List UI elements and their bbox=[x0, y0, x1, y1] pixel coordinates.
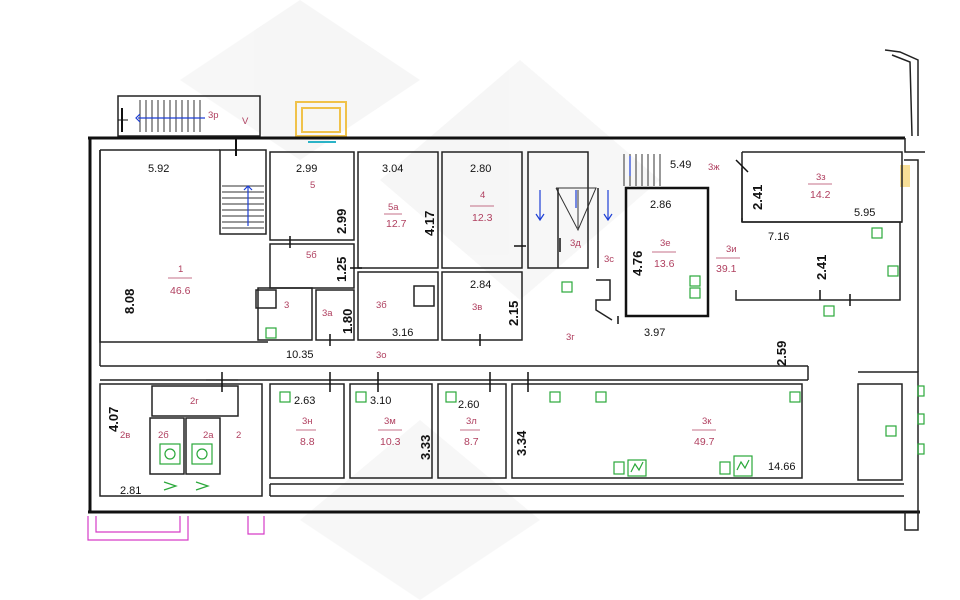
exterior-pink-marks bbox=[87, 516, 265, 541]
room-3z-3i-block bbox=[735, 151, 903, 306]
room-label-3l: 3л bbox=[466, 416, 477, 427]
room-area-1: 46.6 bbox=[170, 285, 191, 297]
room-label-2: 2 bbox=[236, 430, 241, 441]
dim-3-16: 3.16 bbox=[392, 327, 413, 339]
room-1-block bbox=[99, 138, 277, 343]
room-area-5a: 12.7 bbox=[386, 218, 407, 230]
dim-2-86: 2.86 bbox=[650, 199, 671, 211]
room-area-3i: 39.1 bbox=[716, 263, 737, 275]
room-label-3r: 3р bbox=[208, 110, 219, 121]
dim-4-07: 4.07 bbox=[106, 407, 121, 432]
room-label-5b: 5б bbox=[306, 250, 317, 261]
dim-3-10: 3.10 bbox=[370, 395, 391, 407]
room-label-2v: 2в bbox=[120, 430, 130, 441]
sanitary-fixtures bbox=[265, 227, 925, 477]
room-label-2g: 2г bbox=[190, 396, 199, 407]
room-label-3z: 3з bbox=[816, 172, 826, 183]
room-label-3b: 3б bbox=[376, 300, 387, 311]
room-row-top bbox=[257, 151, 526, 346]
right-building-edge bbox=[884, 49, 919, 300]
room-area-3e: 13.6 bbox=[654, 258, 675, 270]
room-label-3i: 3и bbox=[726, 244, 737, 255]
dim-3-34: 3.34 bbox=[514, 430, 529, 456]
room-labels: 1 46.6 5 5а 12.7 4 12.3 5б 3 3а 3б 3в 3г… bbox=[120, 110, 832, 448]
dim-10-35: 10.35 bbox=[286, 349, 314, 361]
room-area-3m: 10.3 bbox=[380, 436, 401, 448]
dim-5-95: 5.95 bbox=[854, 207, 875, 219]
watermark bbox=[180, 0, 660, 600]
room-label-5: 5 bbox=[310, 180, 315, 191]
dim-4-17: 4.17 bbox=[422, 211, 437, 236]
room-area-4: 12.3 bbox=[472, 212, 493, 224]
dim-2-60: 2.60 bbox=[458, 399, 479, 411]
room-label-2a: 2а bbox=[203, 430, 214, 441]
room-label-3e: 3е bbox=[660, 238, 671, 249]
dim-2-59: 2.59 bbox=[774, 341, 789, 366]
dim-2-99-a: 2.99 bbox=[296, 163, 317, 175]
room-label-3k: 3к bbox=[702, 416, 712, 427]
dim-5-49: 5.49 bbox=[670, 159, 691, 171]
dim-2-41-a: 2.41 bbox=[750, 185, 765, 210]
room-label-3n: 3н bbox=[302, 416, 313, 427]
dim-2-15: 2.15 bbox=[506, 301, 521, 326]
room-area-3l: 8.7 bbox=[464, 436, 479, 448]
room-label-2b: 2б bbox=[158, 430, 169, 441]
room-3e-box bbox=[617, 186, 710, 324]
room-label-1: 1 bbox=[178, 264, 183, 275]
central-stairs bbox=[527, 151, 661, 321]
dim-2-81: 2.81 bbox=[120, 485, 141, 497]
dim-4-76: 4.76 bbox=[630, 251, 645, 276]
dim-3-33: 3.33 bbox=[418, 435, 433, 460]
dim-3-97: 3.97 bbox=[644, 327, 665, 339]
room-label-3: 3 bbox=[284, 300, 289, 311]
room-area-3n: 8.8 bbox=[300, 436, 315, 448]
room-label-4: 4 bbox=[480, 190, 485, 201]
mark-v: V bbox=[242, 116, 249, 127]
bottom-left-block bbox=[99, 372, 263, 497]
dim-2-80: 2.80 bbox=[470, 163, 491, 175]
dim-2-84: 2.84 bbox=[470, 279, 491, 291]
room-label-3s: 3с bbox=[604, 254, 614, 265]
room-label-3o: 3о bbox=[376, 350, 387, 361]
dim-8-08: 8.08 bbox=[122, 289, 137, 314]
room-label-3a: 3а bbox=[322, 308, 333, 319]
dim-14-66: 14.66 bbox=[768, 461, 796, 473]
dim-2-41-b: 2.41 bbox=[814, 255, 829, 280]
dim-5-92: 5.92 bbox=[148, 163, 169, 175]
dim-1-25: 1.25 bbox=[334, 257, 349, 282]
room-label-3g: 3г bbox=[566, 332, 575, 343]
dim-2-99-b: 2.99 bbox=[334, 209, 349, 234]
dim-3-04: 3.04 bbox=[382, 163, 403, 175]
dim-1-80: 1.80 bbox=[340, 309, 355, 334]
dim-2-63: 2.63 bbox=[294, 395, 315, 407]
room-label-3zh: 3ж bbox=[708, 162, 720, 173]
entry-stair-3r bbox=[117, 95, 261, 137]
room-label-3m: 3м bbox=[384, 416, 396, 427]
room-label-3d: 3д bbox=[570, 238, 581, 249]
room-area-3k: 49.7 bbox=[694, 436, 715, 448]
dimension-labels: 5.92 8.08 2.99 2.99 3.04 4.17 2.80 1.25 … bbox=[106, 116, 875, 497]
bottom-rooms bbox=[269, 372, 904, 497]
dim-7-16: 7.16 bbox=[768, 231, 789, 243]
room-area-3z: 14.2 bbox=[810, 189, 831, 201]
room-label-3v: 3в bbox=[472, 302, 482, 313]
room-label-5a: 5а bbox=[388, 202, 399, 213]
